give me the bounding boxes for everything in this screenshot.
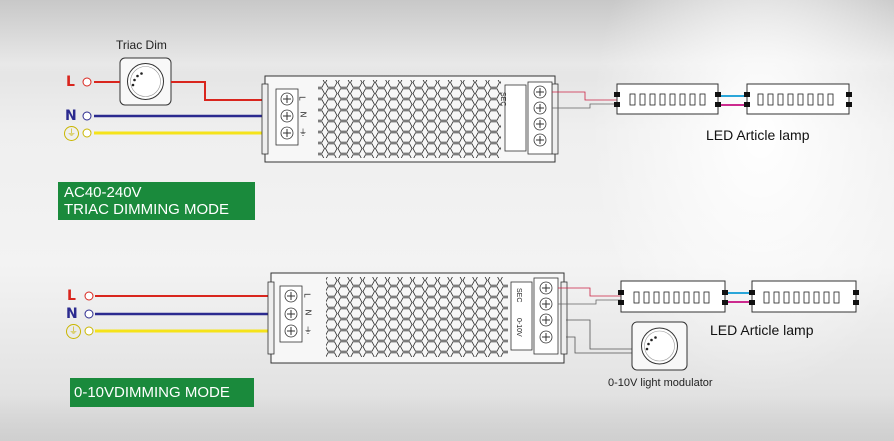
bottom-output-wire-gray bbox=[558, 299, 622, 305]
top-live-wire bbox=[94, 81, 277, 101]
top-neutral-label: N bbox=[65, 108, 77, 124]
zero-ten-mode-box: 0-10VDIMMING MODE bbox=[70, 378, 254, 407]
bottom-modulator-wire bbox=[566, 319, 632, 350]
bottom-lamp-label: LED Article lamp bbox=[710, 322, 814, 338]
top-terminal-l: L bbox=[297, 96, 307, 101]
top-output-wire-red bbox=[552, 91, 618, 101]
bottom-driver bbox=[267, 272, 568, 364]
top-live-terminal-dot bbox=[82, 77, 92, 87]
background-glow bbox=[560, 0, 894, 441]
triac-dim-label: Triac Dim bbox=[116, 38, 167, 52]
light-modulator bbox=[631, 321, 688, 371]
top-live-label: L bbox=[66, 74, 75, 90]
top-terminal-earth: ⏚ bbox=[299, 128, 307, 137]
bottom-modulator-wire-2 bbox=[566, 336, 632, 354]
top-lamp-label: LED Article lamp bbox=[706, 127, 810, 143]
bottom-output-wire-red bbox=[558, 287, 622, 297]
bottom-neutral-terminal-dot bbox=[84, 309, 94, 319]
triac-mode-line1: AC40-240V bbox=[64, 184, 142, 201]
bottom-neutral-label: N bbox=[66, 306, 78, 322]
top-terminal-n: N bbox=[298, 111, 308, 118]
bottom-terminal-n: N bbox=[303, 309, 313, 316]
top-driver bbox=[261, 75, 559, 163]
triac-mode-box: AC40-240V TRIAC DIMMING MODE bbox=[58, 182, 255, 220]
top-sec-label: SEC bbox=[499, 92, 506, 107]
top-earth-terminal-dot bbox=[82, 128, 92, 138]
bottom-live-label: L bbox=[67, 288, 76, 304]
bottom-led-strip-1 bbox=[618, 280, 728, 313]
bottom-led-strip-2 bbox=[749, 280, 859, 313]
bottom-earth-icon: ⏚ bbox=[66, 324, 81, 339]
bottom-earth-terminal-dot bbox=[84, 326, 94, 336]
zero-ten-mode-line1: 0-10VDIMMING MODE bbox=[74, 384, 230, 401]
top-earth-icon: ⏚ bbox=[64, 126, 79, 141]
bottom-live-terminal-dot bbox=[84, 291, 94, 301]
modulator-label: 0-10V light modulator bbox=[608, 377, 713, 389]
bottom-terminal-earth: ⏚ bbox=[304, 326, 312, 335]
top-led-strip-2 bbox=[744, 83, 852, 115]
bottom-sec-label: SEC bbox=[515, 288, 522, 303]
bottom-terminal-l: L bbox=[302, 293, 312, 298]
triac-mode-line2: TRIAC DIMMING MODE bbox=[64, 201, 229, 218]
triac-dimmer bbox=[119, 57, 172, 106]
top-neutral-terminal-dot bbox=[82, 111, 92, 121]
top-output-wire-gray bbox=[552, 103, 618, 109]
bottom-dim-label: 0-10V bbox=[515, 318, 522, 337]
top-led-strip-1 bbox=[614, 83, 721, 115]
